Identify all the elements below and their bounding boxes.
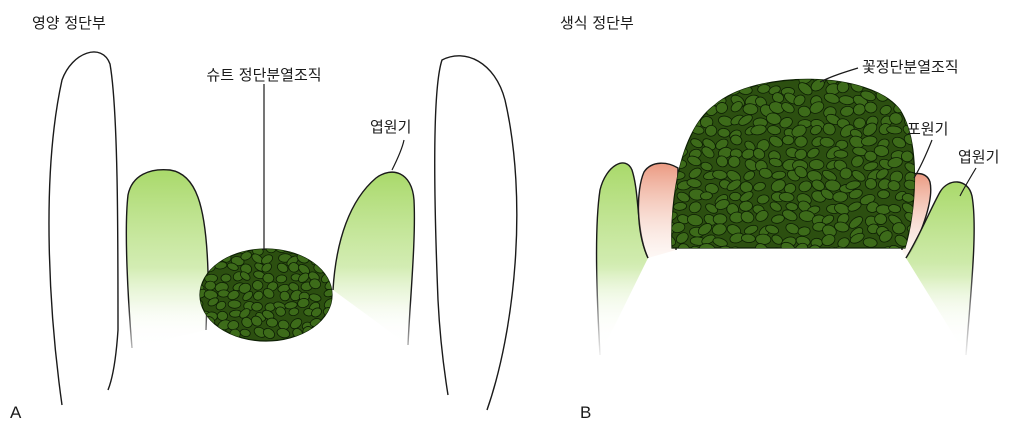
meristem-cell: [662, 90, 679, 106]
panel-b-letter: B: [580, 403, 591, 422]
meristem-cell: [849, 70, 862, 81]
meristem-cell: [834, 150, 848, 158]
meristem-cell: [876, 205, 891, 215]
meristem-cell: [207, 252, 220, 263]
meristem-cell: [699, 91, 714, 104]
meristem-cell: [673, 105, 690, 117]
label-shoot-apical-meristem: 슈트 정단분열조직: [206, 66, 321, 84]
label-floral-meristem: 꽃정단분열조직: [862, 58, 959, 76]
meristem-cell: [673, 137, 687, 148]
leader-leaf-primordium-a: [392, 140, 404, 170]
meristem-cell: [888, 74, 901, 85]
meristem-cell: [740, 248, 754, 260]
meristem-cell: [878, 190, 890, 199]
meristem-cell: [673, 81, 689, 96]
leader-bract-primordium: [914, 140, 932, 178]
meristem-cell: [890, 85, 905, 99]
meristem-cell: [904, 91, 923, 109]
meristem-cell: [739, 70, 756, 86]
panel-a-letter: A: [10, 403, 22, 422]
meristem-cell: [685, 102, 699, 116]
meristem-cell: [320, 241, 333, 252]
meristem-cell: [901, 151, 913, 162]
meristem-cell: [676, 115, 692, 130]
meristem-cell: [221, 274, 231, 283]
meristem-cell: [659, 124, 678, 142]
label-bract-primordium: 포원기: [907, 120, 948, 138]
base-fade-b: [590, 262, 980, 362]
meristem-cell: [302, 243, 314, 253]
meristem-cell: [809, 159, 824, 170]
meristem-cell: [661, 136, 677, 148]
meristem-cell: [205, 281, 216, 290]
meristem-cell: [727, 71, 741, 85]
leader-floral-meristem: [820, 68, 858, 82]
meristem-cell: [704, 71, 720, 84]
floral-meristem-b: [656, 69, 923, 262]
meristem-cell: [768, 70, 783, 82]
meristem-cell: [687, 77, 705, 94]
meristem-cell: [663, 107, 676, 117]
meristem-cell: [266, 243, 277, 254]
meristem-cell: [892, 222, 905, 234]
meristem-cell: [691, 96, 705, 107]
meristem-cell: [698, 82, 713, 90]
meristem-cell: [686, 74, 699, 84]
meristem-cell: [318, 253, 334, 267]
meristem-cell: [833, 191, 848, 202]
panel-b: 생식 정단부 꽃정단분열조직 포원기 엽원기 B: [560, 14, 999, 422]
panel-a-title: 영양 정단부: [32, 14, 106, 32]
meristem-cell: [228, 300, 241, 308]
label-leaf-primordium-a: 엽원기: [370, 118, 411, 136]
label-leaf-primordium-b: 엽원기: [958, 148, 999, 166]
meristem-cell: [728, 156, 740, 168]
meristem-cell: [730, 192, 741, 200]
meristem-cell: [874, 213, 887, 225]
meristem-cell: [657, 114, 672, 127]
meristem-cell: [313, 246, 324, 254]
meristem-cell: [714, 71, 727, 81]
meristem-cell: [216, 247, 228, 254]
panel-a: 영양 정단부 슈트 정단분열조직 엽원기 A: [10, 14, 517, 422]
meristem-cell: [782, 135, 794, 144]
meristem-cell: [713, 86, 729, 98]
meristem-cell: [662, 149, 676, 163]
meristem-cell: [672, 127, 686, 138]
meristem-cell: [903, 80, 919, 92]
meristem-cell: [660, 83, 675, 97]
meristem-cell: [713, 214, 727, 225]
meristem-cell: [905, 106, 920, 119]
meristem-cell: [677, 94, 691, 107]
panel-b-title: 생식 정단부: [560, 14, 634, 32]
meristem-cell: [861, 249, 875, 258]
outer-leaf-left-a: [49, 52, 118, 405]
meristem-cell: [660, 72, 676, 84]
meristem-cell: [669, 69, 687, 86]
outer-leaf-right-a: [435, 56, 517, 410]
